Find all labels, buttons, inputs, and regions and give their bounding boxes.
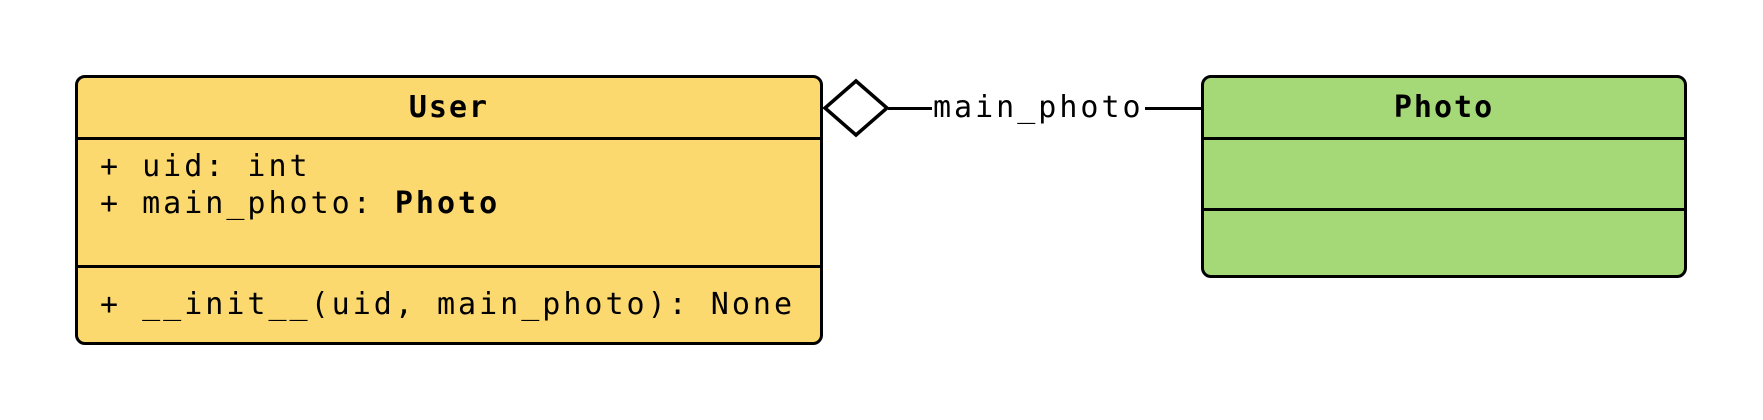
photo-class-methods bbox=[1204, 211, 1684, 275]
association-connector: main_photo bbox=[888, 88, 1201, 128]
attribute-line: + main_photo: Photo bbox=[100, 185, 820, 222]
user-class-attributes: + uid: int+ main_photo: Photo bbox=[78, 140, 820, 268]
attribute-type: Photo bbox=[394, 186, 501, 221]
method-line: + __init__(uid, main_photo): None bbox=[100, 287, 796, 322]
attribute-text: + main_photo: bbox=[100, 186, 395, 221]
attribute-line: + uid: int bbox=[100, 148, 820, 185]
user-class-methods: + __init__(uid, main_photo): None bbox=[78, 268, 820, 342]
association-line bbox=[888, 106, 932, 110]
photo-class-attributes bbox=[1204, 140, 1684, 211]
aggregation-diamond-icon bbox=[822, 78, 890, 138]
user-class-title: User bbox=[78, 78, 820, 140]
attribute-text: + uid: int bbox=[100, 149, 311, 184]
photo-class-title: Photo bbox=[1204, 78, 1684, 140]
association-line bbox=[1144, 106, 1201, 110]
photo-class-box: Photo bbox=[1201, 75, 1687, 278]
association-label: main_photo bbox=[933, 90, 1144, 125]
user-class-box: User + uid: int+ main_photo: Photo + __i… bbox=[75, 75, 823, 345]
